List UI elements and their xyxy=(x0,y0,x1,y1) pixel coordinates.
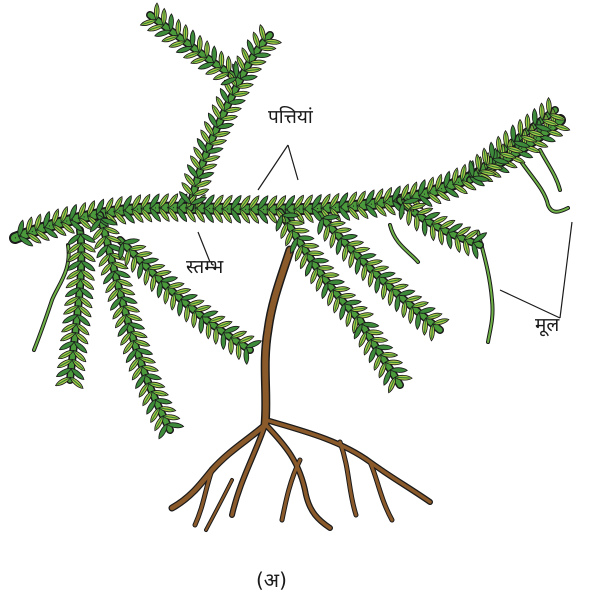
label-leaves: पत्तियां xyxy=(268,108,313,127)
scale-leaves xyxy=(16,3,570,440)
figure-caption: (अ) xyxy=(256,570,287,590)
label-stem: स्तम्भ xyxy=(186,258,223,277)
label-root: मूल xyxy=(535,316,559,335)
